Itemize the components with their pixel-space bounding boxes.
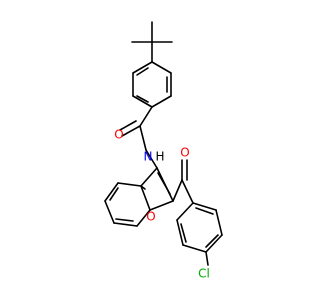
- bond-ring1-c: [151, 95, 172, 108]
- molecule-structure: O N H O O Cl: [104, 21, 223, 281]
- bond-ring2-inner-1: [180, 223, 187, 243]
- bond-ring1-inner-3: [136, 67, 149, 76]
- bond-ring2-inner-3: [195, 207, 214, 215]
- bond-ring2-d: [205, 234, 223, 253]
- bond-ring1-d: [132, 95, 153, 108]
- bond-benzo-e: [136, 209, 151, 227]
- bond-ring2-b: [176, 219, 184, 246]
- bond-furan-c: [149, 200, 174, 211]
- bond-ring1-to-carbonyl: [139, 106, 153, 127]
- bond-ring1-inner-2: [136, 95, 149, 103]
- bond-ring2-inner-2: [205, 234, 219, 248]
- bond-benzofuran-to-ketone-carbon: [172, 179, 183, 202]
- bond-ring2-f: [192, 202, 217, 211]
- furan-oxygen-label: O: [146, 210, 155, 224]
- bond-furan-a: [140, 167, 158, 187]
- amide-oxygen-label: O: [114, 128, 123, 142]
- bond-ketone-to-lower-ring: [181, 179, 194, 204]
- bond-ring1-a: [151, 61, 172, 74]
- chlorine-label: Cl: [198, 267, 210, 281]
- bond-ring2-a: [176, 202, 194, 221]
- bond-ring2-e: [215, 209, 223, 236]
- bond-benzo-a: [117, 182, 142, 187]
- amide-nitrogen-label: N: [144, 150, 153, 164]
- molecule-diagram: O N H O O Cl: [104, 21, 223, 281]
- bond-benzo-inner-2: [115, 218, 134, 222]
- bond-benzo-b: [104, 182, 119, 202]
- bond-benzo-inner-1: [109, 187, 119, 201]
- amide-hydrogen-label: H: [155, 150, 164, 164]
- bond-benzo-d: [113, 222, 138, 227]
- bond-ring2-to-chlorine: [205, 251, 209, 266]
- bond-benzo-c: [104, 200, 115, 224]
- bond-furan-double: [157, 172, 171, 195]
- bond-nitrogen-to-benzofuran: [145, 149, 158, 169]
- bond-furan-b: [140, 185, 151, 211]
- bond-carbonyl-to-nitrogen: [139, 125, 147, 151]
- bond-ring1-f: [132, 61, 153, 74]
- bond-benzo-inner-3: [140, 185, 146, 190]
- bond-ring2-c: [182, 244, 207, 253]
- bond-carbonyl-to-oxygen-1: [121, 125, 141, 137]
- bond-carbonyl-to-oxygen-2: [119, 120, 137, 131]
- ketone-oxygen-label: O: [180, 146, 189, 160]
